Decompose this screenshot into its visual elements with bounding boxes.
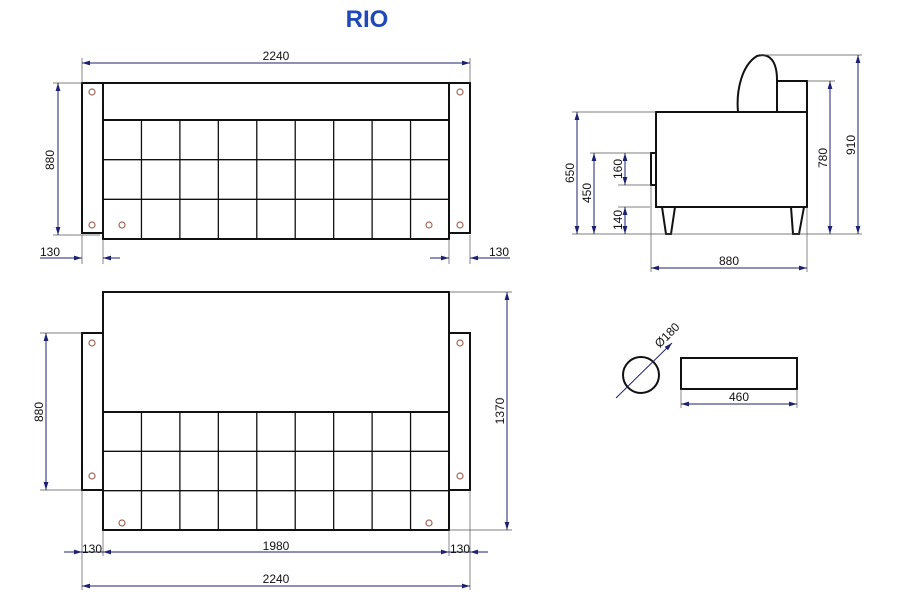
svg-text:140: 140	[611, 210, 625, 230]
dim-arm-right: 130	[489, 245, 509, 259]
seat-grid	[103, 120, 449, 239]
svg-text:450: 450	[580, 183, 594, 203]
bed-grid	[103, 412, 449, 530]
svg-text:460: 460	[729, 390, 749, 404]
svg-text:910: 910	[844, 135, 858, 155]
svg-text:1980: 1980	[263, 539, 290, 553]
svg-text:160: 160	[611, 159, 625, 179]
title: RIO	[346, 6, 389, 33]
svg-text:Ø180: Ø180	[652, 320, 683, 351]
top-view: 2240 880 130 130	[40, 49, 510, 264]
backrest	[102, 82, 450, 121]
svg-text:1370: 1370	[493, 397, 507, 424]
seat	[102, 119, 450, 240]
svg-text:780: 780	[816, 148, 830, 168]
svg-text:130: 130	[82, 542, 102, 556]
back-cushion	[736, 54, 778, 113]
svg-text:880: 880	[719, 254, 739, 268]
svg-text:880: 880	[32, 402, 46, 422]
svg-text:2240: 2240	[263, 572, 290, 586]
left-arm	[81, 82, 104, 234]
body	[655, 111, 808, 208]
right-arm	[448, 82, 471, 234]
svg-text:130: 130	[450, 542, 470, 556]
dim-arm-left: 130	[40, 245, 60, 259]
dim-depth: 880	[43, 150, 57, 170]
bed-view: 880 1370 130 1980 130 2240	[32, 291, 512, 590]
side-view: 650 450 160 140 880 780 910	[563, 54, 862, 272]
dim-width: 2240	[263, 49, 290, 63]
bolster-view: Ø180 460	[615, 320, 798, 408]
svg-text:650: 650	[563, 163, 577, 183]
